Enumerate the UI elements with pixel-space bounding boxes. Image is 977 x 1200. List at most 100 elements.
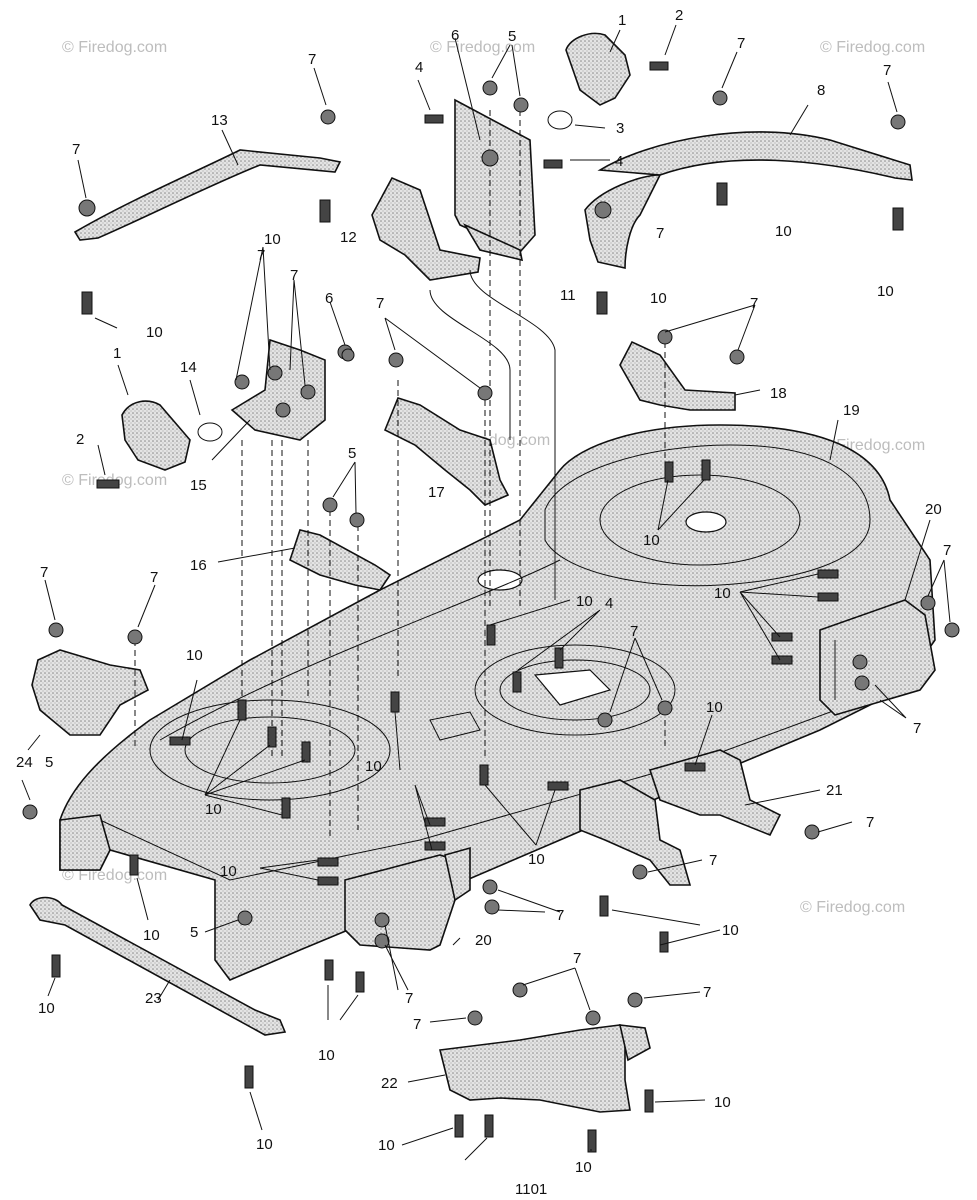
callout-10: 10: [650, 290, 667, 307]
deck-bracket-left-24: [31, 649, 150, 736]
callout-7: 7: [866, 814, 874, 831]
callout-1: 1: [618, 12, 626, 29]
front-bracket-lower: [579, 779, 692, 886]
deck-bracket-right: [819, 599, 936, 716]
bracket-15: [230, 338, 326, 441]
cover-1-left: [121, 400, 191, 471]
page-label: 1101: [515, 1181, 547, 1198]
callout-7: 7: [150, 569, 158, 586]
callout-10: 10: [220, 863, 237, 880]
callout-17: 17: [428, 484, 445, 501]
bracket-17: [383, 397, 510, 506]
callouts: 1 2 3 4 4 5 6 7 7 7 7 7 8 13 10 10 10 10…: [16, 7, 951, 1198]
callout-8: 8: [817, 82, 825, 99]
watermark-text: © Firedog.com: [62, 867, 167, 884]
callout-5: 5: [348, 445, 356, 462]
callout-2: 2: [76, 431, 84, 448]
callout-21: 21: [826, 782, 843, 799]
callout-10: 10: [877, 283, 894, 300]
callout-12: 12: [340, 229, 357, 246]
bracket-18: [619, 340, 736, 411]
watermark-text: © Firedog.com: [430, 39, 535, 56]
callout-7: 7: [405, 990, 413, 1007]
callout-7: 7: [290, 267, 298, 284]
callout-7: 7: [376, 295, 384, 312]
callout-7: 7: [737, 35, 745, 52]
callout-10: 10: [146, 324, 163, 341]
callout-20: 20: [475, 932, 492, 949]
callout-10: 10: [205, 801, 222, 818]
callout-23: 23: [145, 990, 162, 1007]
callout-10: 10: [643, 532, 660, 549]
callout-7: 7: [40, 564, 48, 581]
callout-7: 7: [630, 623, 638, 640]
deck-hanger-left: [59, 814, 111, 871]
callout-14: 14: [180, 359, 197, 376]
callout-4: 4: [615, 153, 623, 170]
callout-20: 20: [925, 501, 942, 518]
callout-7: 7: [913, 720, 921, 737]
callout-10: 10: [528, 851, 545, 868]
callout-10: 10: [318, 1047, 335, 1064]
leader-lines: [21, 24, 951, 1161]
callout-5: 5: [508, 28, 516, 45]
callout-7: 7: [556, 907, 564, 924]
assembly-lines: [134, 110, 666, 840]
callout-5: 5: [45, 754, 53, 771]
callout-10: 10: [576, 593, 593, 610]
bracket-plate-12: [371, 176, 481, 281]
callout-10: 10: [38, 1000, 55, 1017]
deck-bracket-21: [648, 749, 782, 837]
callout-7: 7: [656, 225, 664, 242]
callout-6: 6: [325, 290, 333, 307]
callout-22: 22: [381, 1075, 398, 1092]
callout-4: 4: [415, 59, 423, 76]
watermark-text: © Firedog.com: [62, 39, 167, 56]
callout-5: 5: [190, 924, 198, 941]
callout-3: 3: [616, 120, 624, 137]
callout-7: 7: [943, 542, 951, 559]
watermark-text: © Firedog.com: [820, 39, 925, 56]
deck-bracket-front: [344, 846, 471, 951]
callout-7: 7: [72, 141, 80, 158]
callout-6: 6: [451, 27, 459, 44]
bracket-plate-11: [454, 98, 536, 262]
baffle-13: [73, 149, 342, 241]
callout-10: 10: [365, 758, 382, 775]
callout-10: 10: [264, 231, 281, 248]
callout-7: 7: [257, 247, 265, 264]
callout-2: 2: [675, 7, 683, 24]
callout-19: 19: [843, 402, 860, 419]
callout-24: 24: [16, 754, 33, 771]
rail-23: [29, 896, 287, 1036]
callout-7: 7: [413, 1016, 421, 1033]
callout-10: 10: [186, 647, 203, 664]
callout-18: 18: [770, 385, 787, 402]
baffle-8: [584, 131, 913, 269]
callout-16: 16: [190, 557, 207, 574]
callout-10: 10: [256, 1136, 273, 1153]
callout-7: 7: [703, 984, 711, 1001]
fasteners: [22, 61, 960, 1153]
bracket-22: [439, 1024, 651, 1113]
callout-10: 10: [722, 922, 739, 939]
callout-4: 4: [605, 595, 613, 612]
cover-1-top: [565, 32, 631, 106]
callout-10: 10: [706, 699, 723, 716]
callout-10: 10: [714, 1094, 731, 1111]
callout-7: 7: [573, 950, 581, 967]
callout-7: 7: [308, 51, 316, 68]
callout-10: 10: [575, 1159, 592, 1176]
callout-10: 10: [775, 223, 792, 240]
callout-10: 10: [378, 1137, 395, 1154]
callout-7: 7: [883, 62, 891, 79]
callout-7: 7: [750, 295, 758, 312]
callout-1: 1: [113, 345, 121, 362]
callout-11: 11: [560, 287, 576, 304]
callout-13: 13: [211, 112, 228, 129]
mower-deck-housing: [59, 424, 936, 981]
callout-7: 7: [709, 852, 717, 869]
callout-10: 10: [714, 585, 731, 602]
watermark-text: © Firedog.com: [800, 899, 905, 916]
